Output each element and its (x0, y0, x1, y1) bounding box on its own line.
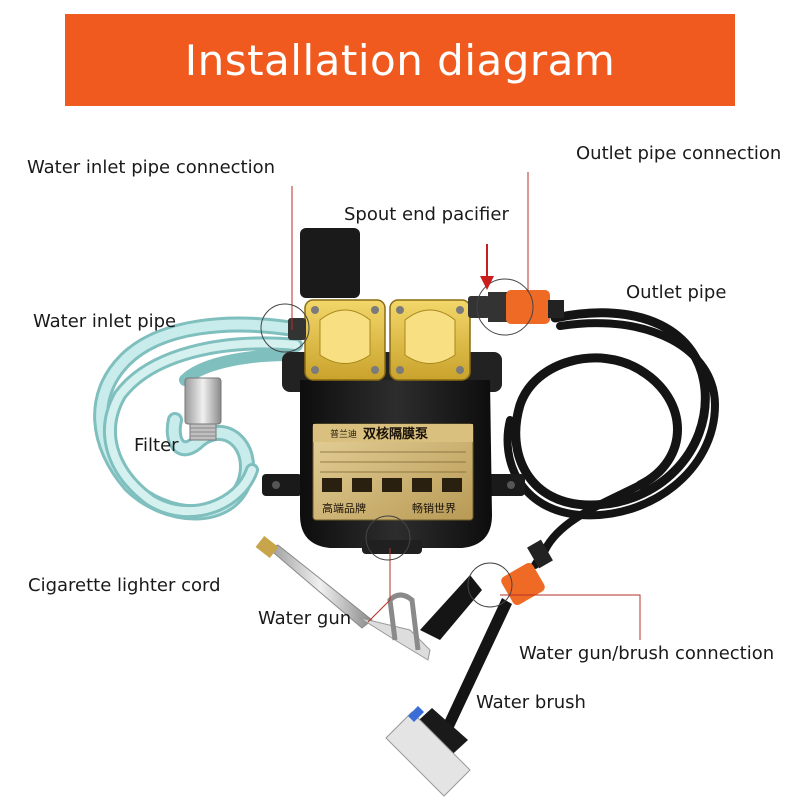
label-water-gun-brush-connection: Water gun/brush connection (519, 643, 775, 664)
pump-chinese-title: 双核隔膜泵 (363, 426, 428, 442)
label-cigarette-lighter-cord: Cigarette lighter cord (28, 575, 221, 596)
callout-leaders (260, 172, 641, 640)
label-water-gun: Water gun (258, 608, 352, 629)
label-outlet-pipe-connection: Outlet pipe connection (576, 143, 782, 164)
outlet-fitting (488, 290, 564, 324)
label-outlet-pipe: Outlet pipe (626, 282, 727, 303)
pump-heads (288, 296, 490, 381)
label-spout-end-pacifier: Spout end pacifier (344, 204, 509, 225)
label-water-brush: Water brush (476, 692, 586, 713)
water-brush (385, 598, 512, 797)
diagram-title: Installation diagram (184, 35, 616, 85)
title-banner: Installation diagram (65, 14, 735, 106)
filter (184, 377, 222, 441)
label-water-inlet-pipe-connection: Water inlet pipe connection (27, 157, 276, 178)
water-gun (255, 535, 482, 661)
pump-slogan-left: 高端品牌 (322, 501, 366, 515)
pump-slogan-right: 畅销世界 (412, 501, 456, 515)
spout-arrow-icon (480, 244, 494, 290)
pump-brand: 普兰迪 (330, 428, 357, 440)
label-filter: Filter (134, 435, 179, 456)
outlet-hose (503, 308, 720, 569)
pump-nameplate: 普兰迪 双核隔膜泵 高端品牌 畅销世界 (312, 423, 474, 521)
label-water-inlet-pipe: Water inlet pipe (33, 311, 177, 332)
gun-brush-connector (501, 539, 553, 606)
